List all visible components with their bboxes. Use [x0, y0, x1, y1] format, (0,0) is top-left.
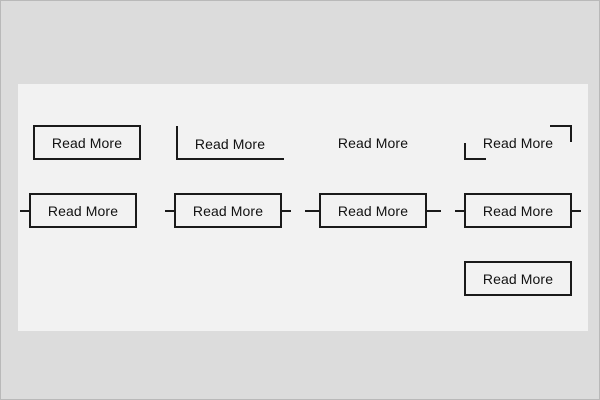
bracket-bottom-left-h: [464, 158, 486, 160]
read-more-button-dashed[interactable]: Read More: [464, 193, 572, 228]
side-dash-right: [572, 210, 581, 212]
bottom-border-line: [176, 158, 284, 160]
buttons-panel: Read More Read More Read More Read More …: [18, 84, 588, 331]
read-more-button-boxed[interactable]: Read More: [33, 125, 141, 160]
side-dash-left: [305, 210, 319, 212]
read-more-button-dashed[interactable]: Read More: [29, 193, 137, 228]
read-more-button-plain[interactable]: Read More: [337, 134, 409, 151]
read-more-label: Read More: [482, 134, 554, 151]
left-border-line: [176, 126, 178, 160]
side-dash-left: [455, 210, 464, 212]
side-dash-right: [282, 210, 291, 212]
read-more-label: Read More: [194, 135, 266, 152]
bracket-top-right-h: [550, 125, 572, 127]
read-more-button-corner[interactable]: Read More: [176, 126, 284, 161]
side-dash-right: [427, 210, 441, 212]
side-dash-left: [20, 210, 29, 212]
read-more-button-dashed[interactable]: Read More: [174, 193, 282, 228]
bracket-top-right-v: [570, 125, 572, 142]
read-more-button-dashed[interactable]: Read More: [319, 193, 427, 228]
side-dash-left: [165, 210, 174, 212]
read-more-button-boxed[interactable]: Read More: [464, 261, 572, 296]
read-more-button-brackets[interactable]: Read More: [464, 125, 572, 160]
bracket-bottom-left-v: [464, 143, 466, 160]
